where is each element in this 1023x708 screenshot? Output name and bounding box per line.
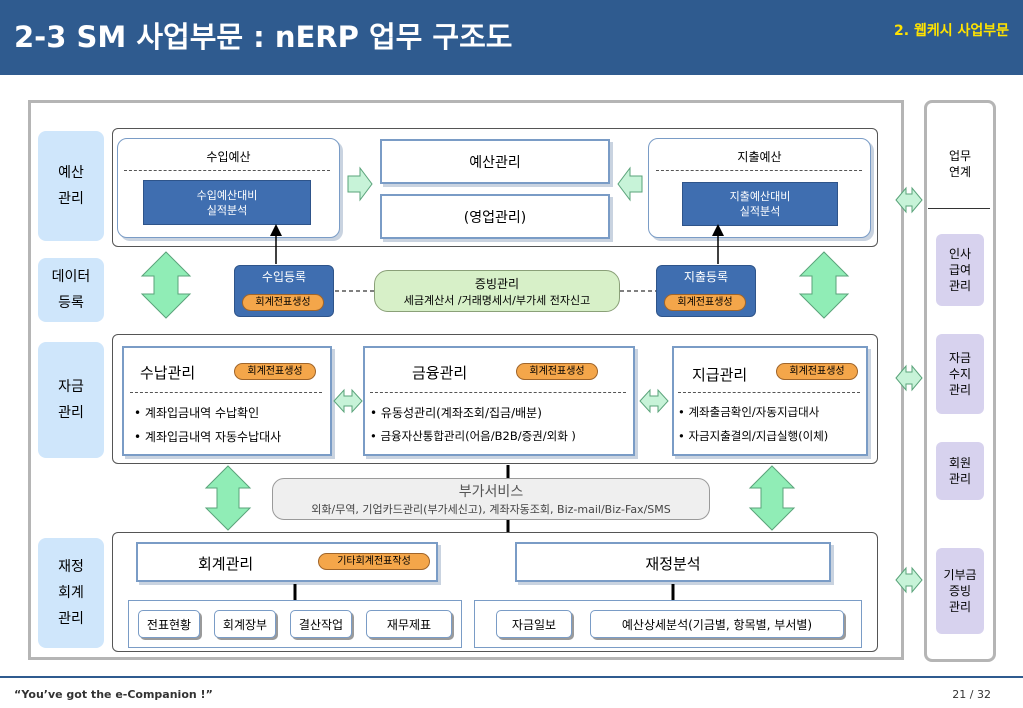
funds-accounting-arrow-left xyxy=(204,465,252,531)
accounting-title: 회계관리 xyxy=(198,555,254,573)
funds-integration-arrow xyxy=(895,364,923,392)
page-title: 2-3 SM 사업부문 : nERP 업무 구조도 xyxy=(14,20,513,54)
closing-button[interactable]: 결산작업 xyxy=(290,610,352,638)
expense-journal-badge: 회계전표생성 xyxy=(664,294,746,311)
addon-title: 부가서비스 xyxy=(458,484,524,500)
income-budget-title: 수입예산 xyxy=(206,150,251,164)
finance-title: 금융관리 xyxy=(412,364,468,382)
receipt-item-1: • 계좌입금내역 수납확인 xyxy=(134,406,260,420)
funds-accounting-arrow-right xyxy=(748,465,796,531)
expense-budget-title: 지출예산 xyxy=(737,150,782,164)
income-journal-badge: 회계전표생성 xyxy=(242,294,324,311)
receipt-finance-arrow xyxy=(333,388,363,414)
divider xyxy=(124,170,330,171)
side-label-budget: 예산 관리 xyxy=(38,131,104,241)
payment-item-2: • 자금지출결의/지급실행(이체) xyxy=(678,429,829,443)
receipt-item-2: • 계좌입금내역 자동수납대사 xyxy=(134,430,282,444)
expense-register-label: 지출등록 xyxy=(683,270,729,284)
expense-analysis-box: 지출예산대비 실적분석 xyxy=(682,182,838,226)
header-bar xyxy=(0,0,1023,75)
page-number: 21 / 32 xyxy=(952,688,991,701)
side-label-funds: 자금 관리 xyxy=(38,342,104,458)
divider xyxy=(678,392,860,393)
ledger-button[interactable]: 회계장부 xyxy=(214,610,276,638)
payment-title: 지급관리 xyxy=(692,366,748,384)
addon-desc: 외화/무역, 기업카드관리(부가세신고), 계좌자동조회, Biz-mail/B… xyxy=(311,503,671,516)
voucher-status-button[interactable]: 전표현황 xyxy=(138,610,200,638)
hr-payroll-item: 인사 급여 관리 xyxy=(936,234,984,306)
payment-badge: 회계전표생성 xyxy=(776,363,858,380)
division-label: 2. 웹케시 사업부문 xyxy=(894,23,1009,39)
analysis-title: 재정분석 xyxy=(645,555,701,573)
finance-item-1: • 유동성관리(계좌조회/집금/배분) xyxy=(370,406,542,420)
fund-balance-item: 자금 수지 관리 xyxy=(936,334,984,414)
integration-header: 업무 연계 xyxy=(948,149,972,179)
income-analysis-box: 수입예산대비 실적분석 xyxy=(143,180,311,225)
evidence-text: 세금계산서 /거래명세서/부가세 전자신고 xyxy=(403,294,591,307)
budget-detail-analysis-button[interactable]: 예산상세분석(기금별, 항목별, 부서별) xyxy=(590,610,844,638)
side-label-accounting: 재정 회계 관리 xyxy=(38,538,104,648)
addon-services-box xyxy=(272,478,710,520)
sales-management-box: (영업관리) xyxy=(380,194,610,239)
daily-report-button[interactable]: 자금일보 xyxy=(496,610,572,638)
payment-item-1: • 계좌출금확인/자동지급대사 xyxy=(678,405,820,419)
receipt-title: 수납관리 xyxy=(140,364,196,382)
side-label-data: 데이터 등록 xyxy=(38,258,104,322)
donation-evidence-item: 기부금 증빙 관리 xyxy=(936,548,984,634)
divider xyxy=(370,392,626,393)
budget-funds-arrow-right xyxy=(798,251,850,319)
accounting-badge: 기타회계전표작성 xyxy=(318,553,430,570)
income-to-budget-arrow xyxy=(347,166,373,202)
divider xyxy=(656,170,862,171)
analysis-module xyxy=(515,542,831,582)
footer-tagline: “You’ve got the e-Companion !” xyxy=(14,688,213,701)
footer-divider xyxy=(0,676,1023,678)
finance-badge: 회계전표생성 xyxy=(516,363,598,380)
evidence-box xyxy=(374,270,620,312)
budget-management-box: 예산관리 xyxy=(380,139,610,184)
expense-to-budget-arrow xyxy=(617,166,643,202)
budget-funds-arrow-left xyxy=(140,251,192,319)
finance-payment-arrow xyxy=(639,388,669,414)
finance-item-2: • 금융자산통합관리(어음/B2B/증권/외화 ) xyxy=(370,429,576,443)
budget-integration-arrow xyxy=(895,186,923,214)
divider xyxy=(928,208,990,209)
receipt-badge: 회계전표생성 xyxy=(234,363,316,380)
divider xyxy=(130,392,322,393)
financial-statements-button[interactable]: 재무제표 xyxy=(366,610,452,638)
accounting-integration-arrow xyxy=(895,566,923,594)
member-management-item: 회원 관리 xyxy=(936,442,984,500)
evidence-title: 증빙관리 xyxy=(474,277,520,291)
income-register-label: 수입등록 xyxy=(261,270,307,284)
